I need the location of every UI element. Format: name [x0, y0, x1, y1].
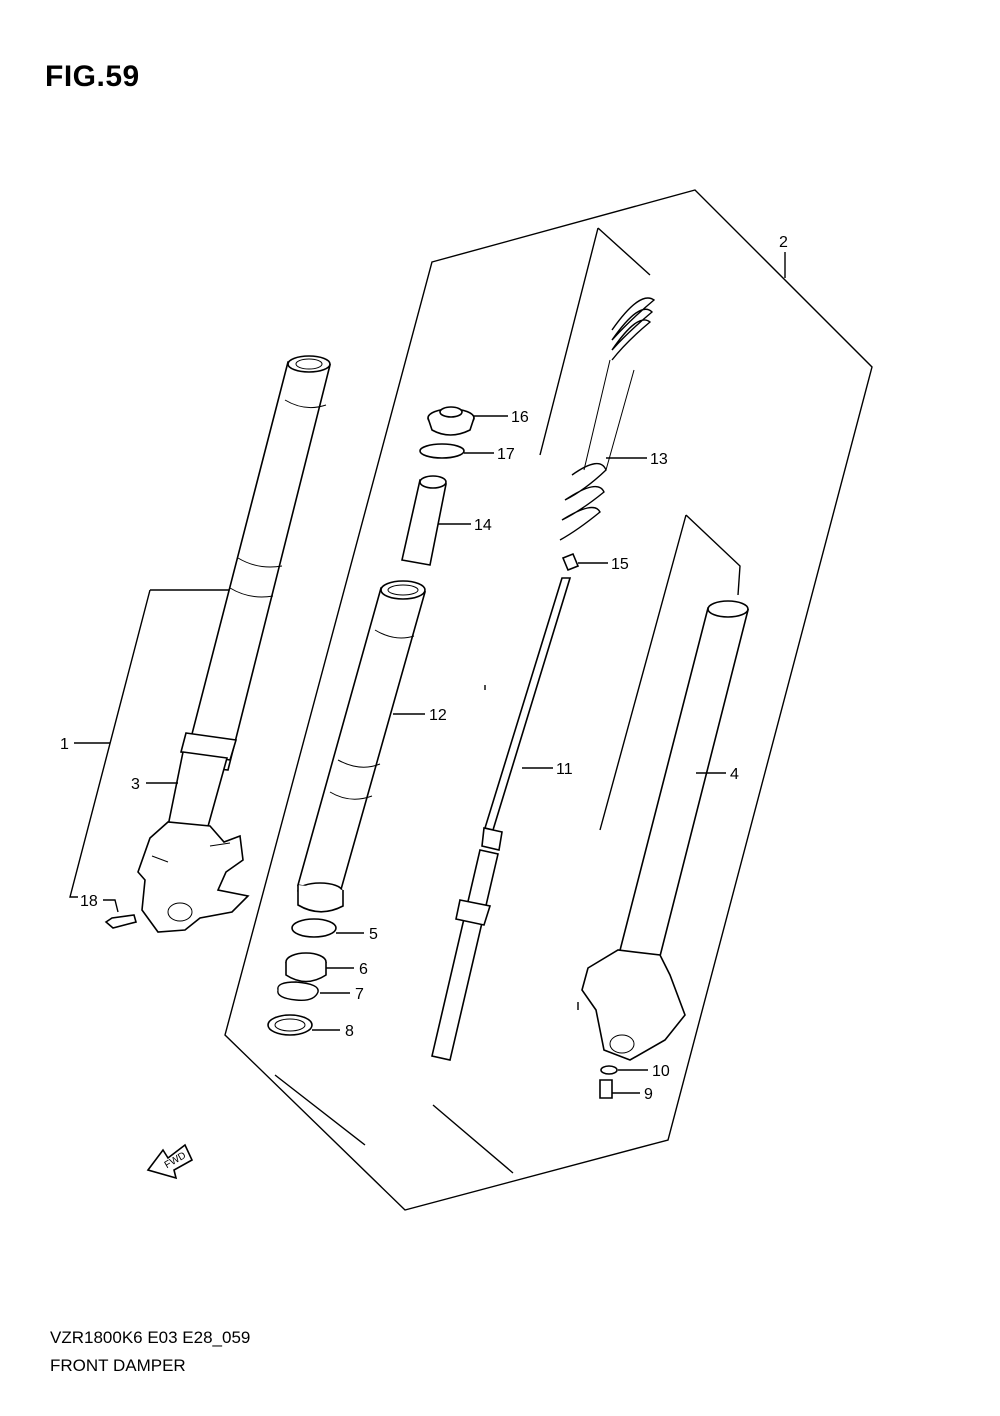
- callout-9: 9: [644, 1086, 653, 1103]
- fwd-arrow-icon: FWD: [146, 1143, 194, 1180]
- figure-title: FIG.59: [45, 60, 140, 93]
- o-ring-17: [419, 443, 465, 459]
- washer-10: [600, 1065, 618, 1075]
- damper-rod-11: [431, 577, 572, 1061]
- cap-bolt-16: [427, 406, 475, 436]
- callout-18: 18: [80, 893, 98, 910]
- model-code: VZR1800K6 E03 E28_059: [50, 1328, 251, 1347]
- spring-13: [559, 297, 656, 541]
- callout-3: 3: [131, 776, 140, 793]
- callout-5: 5: [369, 926, 378, 943]
- callout-2: 2: [779, 234, 788, 251]
- nut-15: [561, 552, 580, 572]
- callout-8: 8: [345, 1023, 354, 1040]
- left-fork-assembly: [104, 355, 332, 933]
- callout-6: 6: [359, 961, 368, 978]
- bushing-8: [267, 1014, 313, 1036]
- callout-10: 10: [652, 1063, 670, 1080]
- bolt-9: [599, 1079, 613, 1099]
- inner-tube-12: [296, 580, 427, 913]
- seal-ring-5: [291, 918, 337, 938]
- callout-11: 11: [556, 761, 573, 778]
- leader-18: [103, 899, 119, 913]
- callout-1: 1: [60, 736, 69, 753]
- callout-4: 4: [730, 766, 739, 783]
- group-outline-1: [69, 589, 232, 898]
- callout-7: 7: [355, 986, 364, 1003]
- snap-ring-7: [277, 981, 319, 1002]
- callout-14: 14: [474, 517, 492, 534]
- callout-12: 12: [429, 707, 447, 724]
- group-outline-2: [224, 189, 873, 1211]
- spacer-14: [401, 475, 447, 566]
- callout-16: 16: [511, 409, 529, 426]
- callout-17: 17: [497, 446, 515, 463]
- callout-13: 13: [650, 451, 668, 468]
- figure-name: FRONT DAMPER: [50, 1356, 186, 1375]
- callout-15: 15: [611, 556, 629, 573]
- group-outline-4: [577, 514, 741, 1010]
- right-fork-outer-tube-4: [581, 600, 750, 1061]
- oil-seal-6: [285, 952, 327, 983]
- group-outline-inner: [274, 227, 651, 1174]
